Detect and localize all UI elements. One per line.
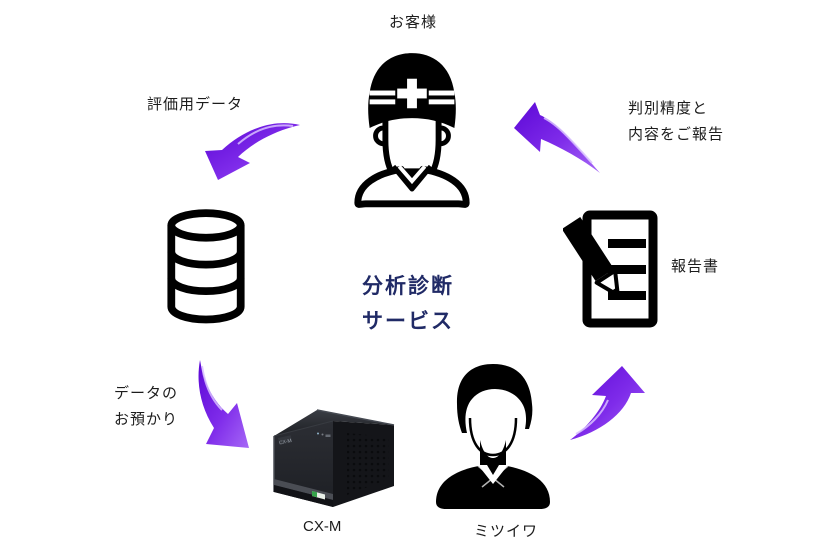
businessman-icon <box>428 362 558 509</box>
service-title-line1: 分析診断 <box>362 275 454 298</box>
curved-arrow-down-right-icon <box>190 356 252 462</box>
report-back-label-line1: 判別精度と <box>628 100 709 117</box>
eval-data-label: 評価用データ <box>147 96 244 113</box>
construction-worker-icon <box>346 44 478 208</box>
device-label: CX-M <box>303 518 342 535</box>
report-label: 報告書 <box>671 258 720 275</box>
curved-arrow-down-left-icon <box>198 118 306 186</box>
document-pencil-icon <box>563 209 658 329</box>
service-title: 分析診断 サービス <box>337 269 479 339</box>
curved-arrow-left-icon <box>510 93 605 178</box>
database-icon <box>164 208 248 325</box>
curved-arrow-up-icon <box>562 358 662 458</box>
customer-label: お客様 <box>389 14 438 31</box>
data-custody-label-line1: データの <box>114 385 179 402</box>
report-back-label: 判別精度と 内容をご報告 <box>628 96 724 148</box>
report-back-label-line2: 内容をご報告 <box>628 126 725 143</box>
server-box-image: CX-M <box>267 407 409 519</box>
data-custody-label-line2: お預かり <box>114 411 179 428</box>
company-label: ミツイワ <box>474 523 539 540</box>
service-title-line2: サービス <box>362 310 454 333</box>
data-custody-label: データの お預かり <box>114 381 178 433</box>
device-front-logo: CX-M <box>279 438 293 447</box>
